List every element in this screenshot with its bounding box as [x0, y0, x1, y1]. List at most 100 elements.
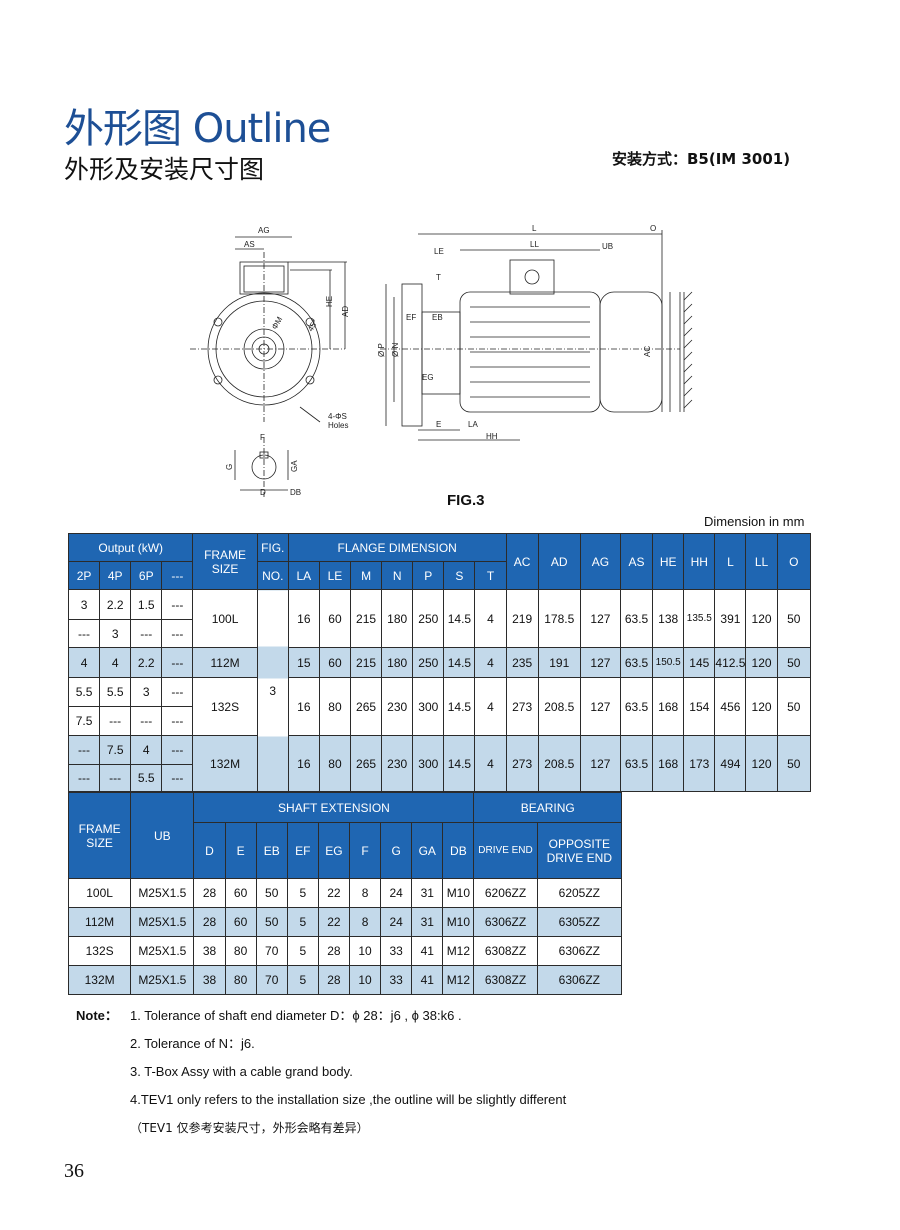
cell: 6206ZZ	[473, 878, 538, 908]
col-header-db: DB	[442, 822, 475, 879]
cell: 4	[130, 735, 163, 765]
cell: 120	[745, 647, 778, 678]
cell: 180	[381, 647, 414, 678]
svg-text:Ø P: Ø P	[377, 343, 386, 357]
cell: 41	[411, 936, 444, 966]
cell: 208.5	[537, 735, 581, 792]
cell: 5.5	[130, 764, 163, 792]
cell: 120	[745, 735, 778, 792]
cell: 70	[255, 965, 288, 995]
svg-text:45°: 45°	[306, 318, 320, 333]
dimension-unit-note: Dimension in mm	[704, 514, 805, 529]
cell: 154	[683, 677, 716, 736]
cell: 80	[318, 677, 352, 736]
cell: 33	[380, 965, 413, 995]
frame-size-cell: 100L	[192, 589, 258, 648]
note-item: 2. Tolerance of N：j6.	[130, 1036, 255, 1051]
cell: 138	[652, 589, 685, 648]
cell: 3	[130, 677, 163, 707]
note-item: 1. Tolerance of shaft end diameter D：ϕ 2…	[130, 1008, 462, 1023]
cell: 4	[99, 647, 132, 678]
col-header-flange: FLANGE DIMENSION	[287, 533, 507, 562]
svg-text:Holes: Holes	[328, 421, 348, 430]
cell: 456	[714, 677, 747, 736]
svg-text:AC: AC	[643, 346, 652, 357]
cell: 5	[286, 965, 319, 995]
cell: M12	[442, 936, 475, 966]
svg-text:EF: EF	[406, 313, 416, 322]
front-view	[190, 236, 347, 497]
cell: 4	[474, 677, 507, 736]
svg-text:G: G	[225, 464, 234, 470]
svg-text:DB: DB	[290, 488, 301, 497]
cell: 16	[287, 677, 320, 736]
cell: ---	[161, 706, 194, 736]
svg-text:4-ΦS: 4-ΦS	[328, 412, 347, 421]
opposite-label: OPPOSITE	[548, 836, 610, 851]
svg-text:EB: EB	[432, 313, 443, 322]
svg-text:HE: HE	[325, 296, 334, 307]
cell: 191	[537, 647, 581, 678]
col-header-ub: UB	[130, 792, 195, 879]
frame-size-cell: 112M	[192, 647, 258, 678]
cell: 60	[224, 878, 257, 908]
cell: M25X1.5	[130, 907, 195, 937]
cell: 8	[348, 907, 382, 937]
note-item-chinese: （TEV1 仅参考安装尺寸，外形会略有差异）	[130, 1121, 369, 1135]
cell: M12	[442, 965, 475, 995]
cell: 50	[776, 735, 812, 792]
cell: 135.5	[683, 589, 716, 648]
cell: 22	[317, 907, 350, 937]
cell: M10	[442, 878, 475, 908]
col-header-d: D	[193, 822, 226, 879]
col-header-fig: FIG.	[256, 533, 289, 562]
cell: 273	[505, 735, 539, 792]
cell: ---	[67, 619, 101, 648]
side-view	[380, 230, 681, 441]
cell: 168	[652, 677, 685, 736]
cell: 5	[286, 907, 319, 937]
cell: 494	[714, 735, 747, 792]
cell: ---	[161, 764, 194, 792]
cell: 28	[193, 878, 226, 908]
cell: 265	[350, 735, 383, 792]
svg-text:T: T	[436, 273, 441, 282]
side-view-labels: L LL UB O LE T EF EB Ø P Ø N EG E LA HH …	[377, 224, 656, 441]
cell: 150.5	[652, 647, 685, 678]
cell: 7.5	[99, 735, 132, 765]
cell: 100L	[67, 878, 132, 908]
cell: 3	[99, 619, 132, 648]
col-header-ag: AG	[579, 533, 622, 590]
cell: 50	[255, 907, 288, 937]
cell: M25X1.5	[130, 965, 195, 995]
cell: 80	[224, 965, 257, 995]
frame-size-cell: 132M	[192, 735, 258, 792]
cell: 4	[474, 647, 507, 678]
col-header-n: N	[381, 561, 414, 590]
svg-text:D: D	[260, 488, 266, 497]
note-item: 3. T-Box Assy with a cable grand body.	[130, 1064, 353, 1079]
note-item: 4.TEV1 only refers to the installation s…	[130, 1092, 567, 1107]
col-header-le: LE	[318, 561, 352, 590]
cell: 14.5	[443, 647, 476, 678]
svg-text:Ø N: Ø N	[391, 343, 400, 357]
cell: 5	[286, 878, 319, 908]
cell: 24	[380, 907, 413, 937]
cell: 112M	[67, 907, 132, 937]
cell: 50	[776, 647, 812, 678]
col-header-6p: 6P	[130, 561, 163, 590]
cell: 215	[350, 647, 383, 678]
cell: 127	[579, 735, 622, 792]
note-label: Note：	[76, 1008, 118, 1023]
cell: 178.5	[537, 589, 581, 648]
table-row: 4 4 2.2 --- 112M 15 60 215 180 250 14.5 …	[67, 647, 812, 678]
table-row: 3 2.2 1.5 --- 100L 3 16 60 215 180 250 1…	[67, 589, 812, 792]
table-row: 5.5 5.5 3 --- 132S 16 80 265 230 300 14.…	[67, 677, 812, 736]
cell: 5.5	[67, 677, 101, 707]
page-subtitle: 外形及安装尺寸图	[64, 155, 265, 184]
cell: 16	[287, 735, 320, 792]
cell: M25X1.5	[130, 936, 195, 966]
